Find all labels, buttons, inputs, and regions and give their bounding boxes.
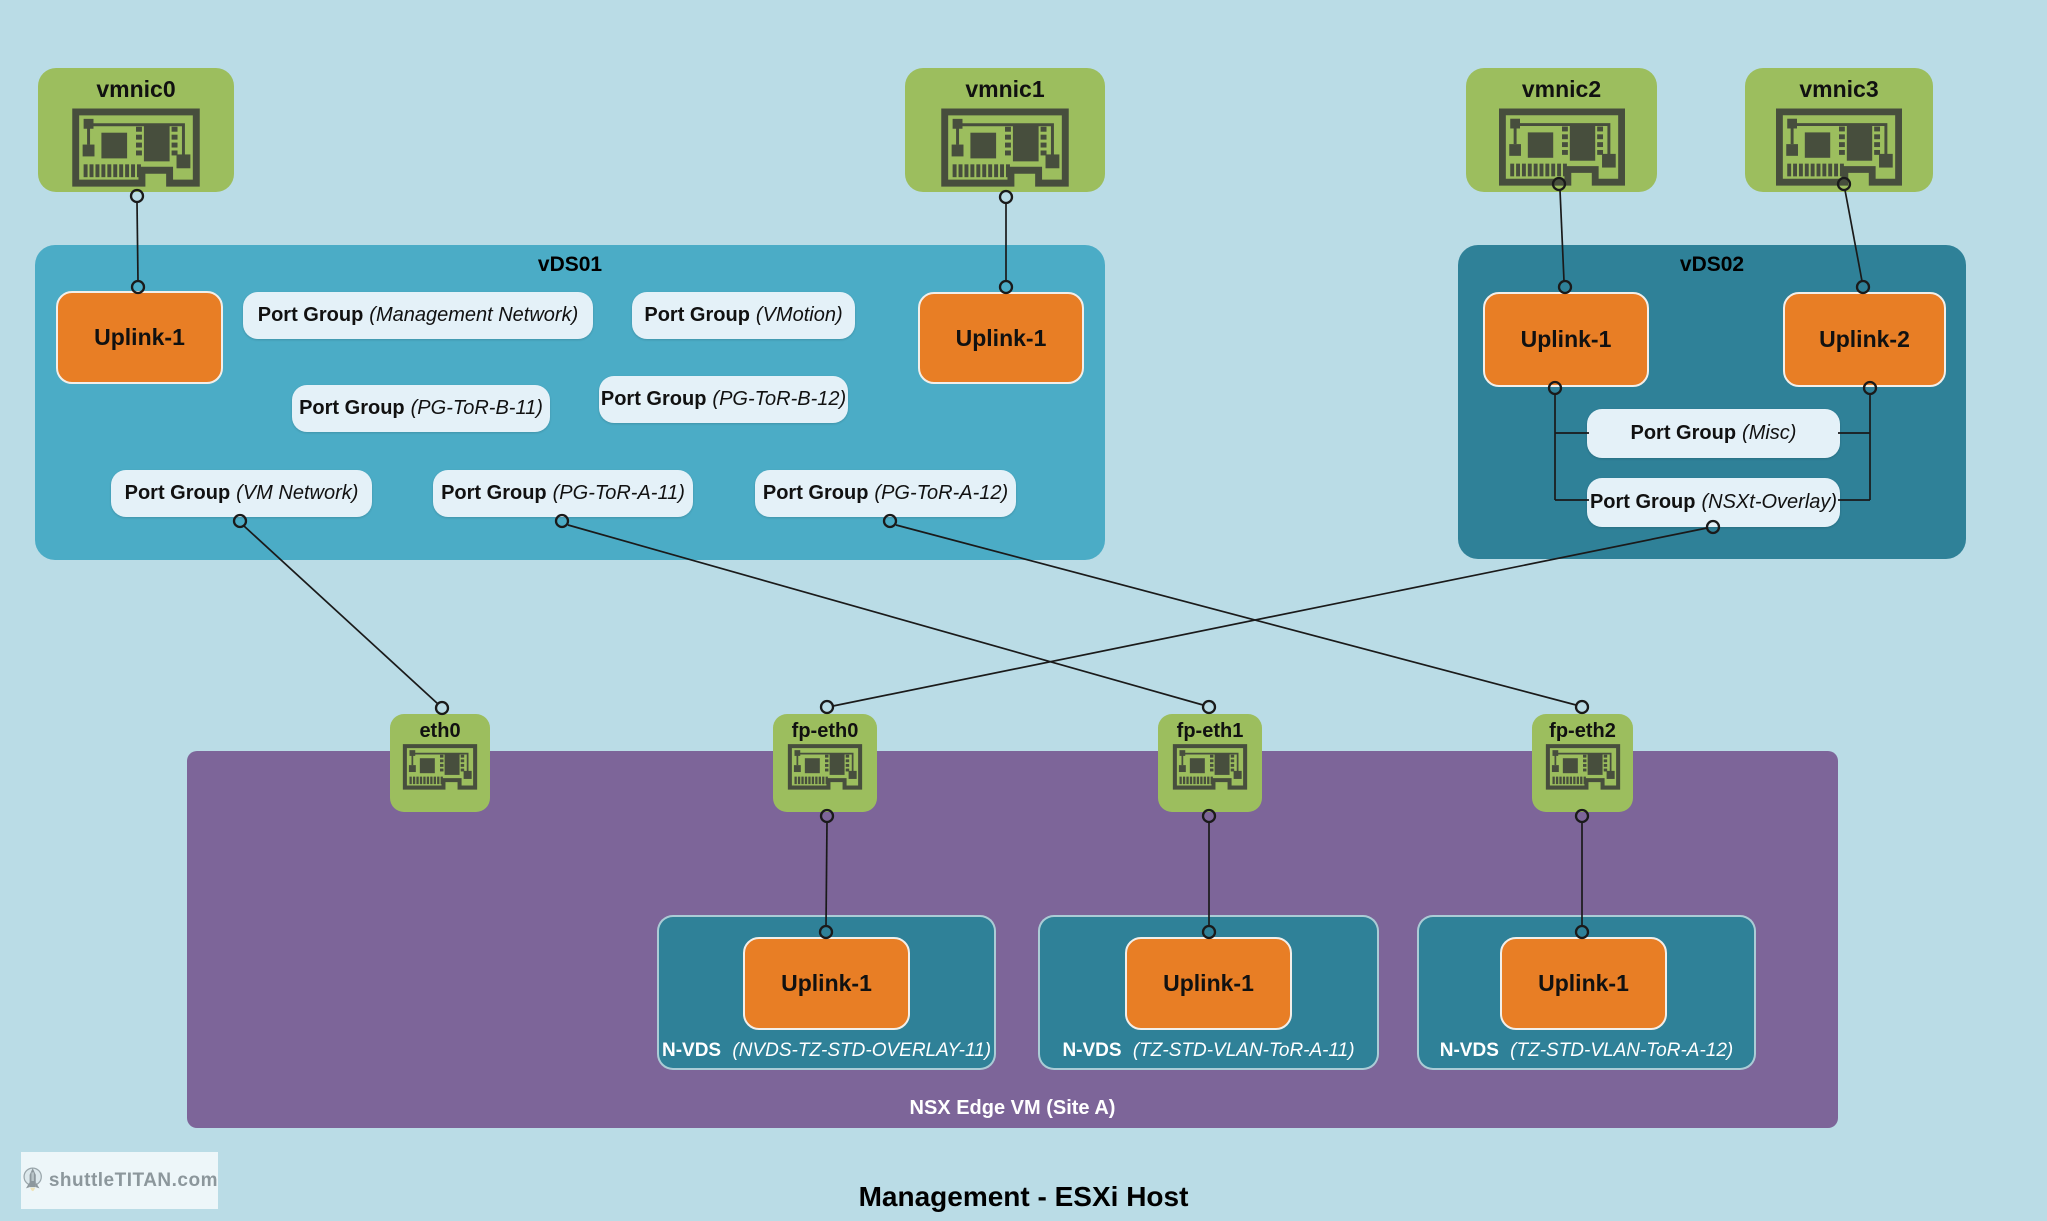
port-group-nsxt-overlay: Port Group (NSXt-Overlay) [1587,478,1840,527]
eth0-label: eth0 [419,720,461,742]
nvds-prefix: N-VDS [1062,1040,1122,1061]
port-group-management-network: Port Group (Management Network) [243,292,593,339]
port-group-prefix: Port Group [644,304,750,326]
nvds-vlan-a11-label: N-VDS (TZ-STD-VLAN-ToR-A-11) [1040,1040,1377,1062]
connector-dot [1574,699,1590,715]
nvds-vlan-a11-uplink: Uplink-1 [1125,937,1292,1030]
port-group-prefix: Port Group [600,388,707,410]
nvds-prefix: N-VDS [661,1040,722,1061]
nic-card-icon [787,743,863,793]
vds02-uplink-2: Uplink-2 [1783,292,1946,387]
fp-eth1-label: fp-eth1 [1176,720,1244,742]
nvds-name: (TZ-STD-VLAN-ToR-A-11) [1132,1040,1355,1061]
port-group-prefix: Port Group [257,304,364,326]
eth0-node: eth0 [390,714,490,812]
fp-eth0-label: fp-eth0 [791,720,859,742]
port-group-name: (NSXt-Overlay) [1701,491,1838,513]
vmnic2-node: vmnic2 [1466,68,1657,192]
vmnic3-label: vmnic3 [1799,76,1879,102]
port-group-name: (Misc) [1742,422,1797,444]
port-group-misc: Port Group (Misc) [1587,409,1840,458]
connector-dot [819,699,835,715]
port-group-pg-tor-b-12: Port Group (PG-ToR-B-12) [599,376,848,423]
vmnic1-node: vmnic1 [905,68,1105,192]
nvds-overlay-uplink: Uplink-1 [743,937,910,1030]
rocket-icon [23,1166,42,1191]
vmnic0-node: vmnic0 [38,68,234,192]
port-group-vmotion: Port Group (VMotion) [632,292,855,339]
nvds-name: (NVDS-TZ-STD-OVERLAY-11) [732,1040,992,1061]
nic-card-icon [1545,743,1621,793]
nvds-name: (TZ-STD-VLAN-ToR-A-12) [1510,1040,1734,1061]
nsx-edge-vm-label: NSX Edge VM (Site A) [909,1097,1116,1119]
vmnic2-label: vmnic2 [1521,76,1602,102]
vds02-uplink-1: Uplink-1 [1483,292,1649,387]
nic-card-icon [935,107,1075,192]
port-group-prefix: Port Group [299,397,405,419]
vds01-title: vDS01 [537,253,603,276]
fp-eth1-node: fp-eth1 [1158,714,1262,812]
nic-card-icon [402,743,478,793]
fp-eth2-label: fp-eth2 [1549,720,1616,742]
port-group-name: (VMotion) [755,304,843,326]
nvds-vlan-a12-label: N-VDS (TZ-STD-VLAN-ToR-A-12) [1419,1040,1754,1062]
port-group-prefix: Port Group [762,482,869,504]
connector-dot [998,189,1014,205]
fp-eth0-node: fp-eth0 [773,714,877,812]
port-group-name: (Management Network) [369,304,579,326]
port-group-pg-tor-a-11: Port Group (PG-ToR-A-11) [433,470,693,517]
connector-dot [1201,699,1217,715]
vds01-uplink-right: Uplink-1 [918,292,1084,384]
port-group-name: (PG-ToR-B-11) [410,397,543,419]
port-group-prefix: Port Group [1589,491,1696,513]
shuttletitan-watermark: shuttleTITAN.com [21,1152,218,1209]
port-group-prefix: Port Group [124,482,231,504]
port-group-prefix: Port Group [1630,422,1737,444]
vmnic3-node: vmnic3 [1745,68,1933,192]
fp-eth2-node: fp-eth2 [1532,714,1633,812]
connector-dot [434,700,450,716]
port-group-prefix: Port Group [441,482,547,504]
nvds-prefix: N-VDS [1439,1040,1499,1061]
port-group-pg-tor-b-11: Port Group (PG-ToR-B-11) [292,385,550,432]
nic-card-icon [1494,107,1630,191]
vds01-uplink-left: Uplink-1 [56,291,223,384]
nvds-overlay-label: N-VDS (NVDS-TZ-STD-OVERLAY-11) [659,1040,994,1062]
vds02-title: vDS02 [1679,253,1745,276]
vmnic1-label: vmnic1 [965,76,1045,102]
nic-card-icon [66,107,206,192]
port-group-name: (PG-ToR-A-11) [552,482,685,504]
port-group-name: (PG-ToR-B-12) [712,388,847,410]
diagram-title: Management - ESXi Host [858,1181,1189,1212]
port-group-pg-tor-a-12: Port Group (PG-ToR-A-12) [755,470,1016,517]
nic-card-icon [1172,743,1248,793]
watermark-text: shuttleTITAN.com [48,1169,218,1191]
nic-card-icon [1771,107,1907,191]
port-group-name: (VM Network) [236,482,359,504]
nvds-vlan-a12-uplink: Uplink-1 [1500,937,1667,1030]
vmnic0-label: vmnic0 [96,76,176,102]
port-group-vm-network: Port Group (VM Network) [111,470,372,517]
port-group-name: (PG-ToR-A-12) [874,482,1009,504]
